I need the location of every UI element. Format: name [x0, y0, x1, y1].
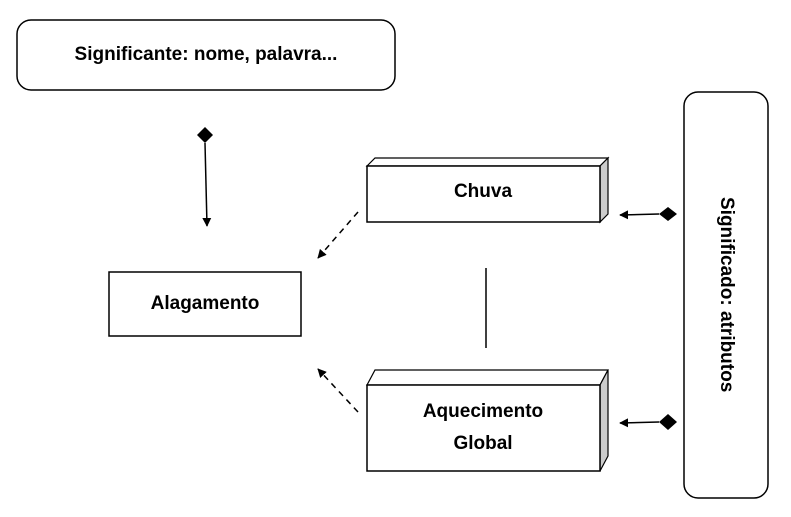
signified-box	[683, 91, 769, 499]
aquecimento-box	[366, 369, 609, 472]
signified-to-aquecimento-arrow	[619, 414, 677, 430]
aquecimento-label-line1: Aquecimento	[422, 401, 544, 422]
aquecimento-label-line2: Global	[453, 433, 513, 454]
signified-to-chuva-arrow	[619, 207, 677, 221]
alagamento-label: Alagamento	[150, 293, 260, 314]
alagamento-box	[108, 271, 302, 337]
chuva-box	[365, 156, 610, 224]
signifier-box	[16, 19, 396, 91]
signifier-label: Significante: nome, palavra...	[74, 44, 338, 65]
signified-label: Significado: atributos	[716, 197, 737, 393]
aquecimento-label: Aquecimento Global	[367, 385, 599, 471]
chuva-to-alagamento-arrow	[317, 211, 359, 259]
chuva-label: Chuva	[453, 181, 513, 202]
aquecimento-to-alagamento-arrow	[317, 368, 359, 413]
signifier-to-alagamento-arrow	[197, 127, 213, 227]
